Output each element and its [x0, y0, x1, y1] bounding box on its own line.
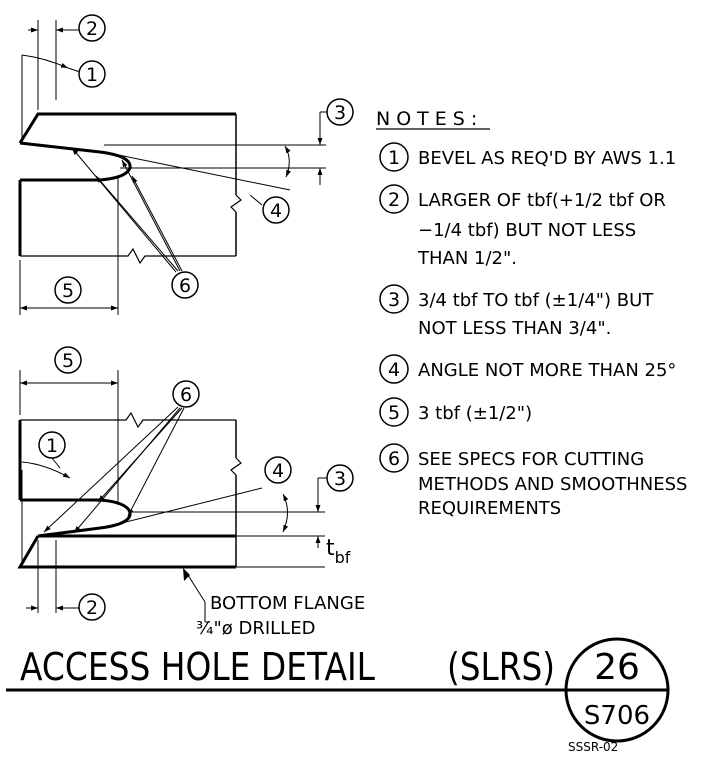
bottom-callout-1: 1 [46, 435, 58, 457]
bottom-callout-1-bubble [38, 431, 66, 459]
sheet-number: S706 [584, 701, 650, 731]
note-6-line-3: REQUIREMENTS [418, 498, 561, 519]
detail-number: 26 [594, 647, 640, 688]
note-3-line-2: NOT LESS THAN 3/4". [418, 318, 611, 339]
note-3-number: 3 [388, 289, 400, 311]
bottom-callout-4: 4 [272, 460, 284, 482]
note-4-text: ANGLE NOT MORE THAN 25° [418, 360, 676, 381]
bottom-callout-5-bubble [54, 346, 82, 374]
bottom-callout-4-bubble [264, 456, 292, 484]
detail-title: ACCESS HOLE DETAIL [20, 645, 375, 689]
top-web-break-line [20, 247, 236, 265]
top-callout-5-bubble [54, 276, 82, 304]
top-callout-4-bubble [262, 196, 290, 224]
bottom-detail: 5 6 1 4 3 tbf 2 [17, 346, 365, 639]
top-callout-6: 6 [179, 275, 191, 297]
note-2-line-2: −1/4 tbf) BUT NOT LESS [418, 220, 636, 241]
note-2-bubble [379, 184, 409, 214]
detail-title-suffix: (SLRS) [447, 645, 555, 689]
note-3-line-1: 3/4 tbf TO tbf (±1/4") BUT [418, 290, 654, 311]
bottom-callout-2-bubble [78, 593, 106, 621]
top-detail: 2 1 3 4 5 6 [18, 14, 354, 315]
note-1-bubble [379, 142, 409, 172]
bottom-callout-2: 2 [86, 597, 98, 619]
top-callout-3-bubble [326, 98, 354, 126]
bottom-callout-3: 3 [334, 468, 346, 490]
top-flange-upper-edge [18, 112, 236, 144]
top-callout-6-bubble [171, 271, 199, 299]
note-1-number: 1 [388, 147, 400, 169]
title-block: ACCESS HOLE DETAIL (SLRS) 26 S706 SSSR-0… [6, 637, 670, 754]
note-5-text: 3 tbf (±1/2") [418, 403, 532, 424]
note-4-number: 4 [388, 359, 400, 381]
bottom-callout-6-bubble [172, 380, 200, 408]
note-6-bubble [379, 443, 409, 473]
top-callout-4: 4 [270, 200, 282, 222]
note-2-line-1: LARGER OF tbf(+1/2 tbf OR [418, 190, 666, 211]
bottom-web-break-line [20, 411, 236, 429]
top-callout-2-bubble [78, 14, 106, 42]
tbf-label: tbf [326, 536, 351, 567]
note-6-line-2: METHODS AND SMOOTHNESS [418, 474, 687, 495]
note-4-bubble [379, 354, 409, 384]
top-callout-2: 2 [86, 18, 98, 40]
bottom-flange-edge [17, 535, 236, 569]
drilled-hole-label: ¾"ø DRILLED [196, 618, 315, 639]
top-callout-1-bubble [78, 60, 106, 88]
bottom-break-mark [230, 457, 242, 476]
note-5-bubble [379, 397, 409, 427]
bottom-callout-6: 6 [180, 384, 192, 406]
note-3-bubble [379, 284, 409, 314]
top-callout-1: 1 [86, 64, 98, 86]
note-2-line-3: THAN 1/2". [417, 248, 517, 269]
note-6-number: 6 [388, 448, 400, 470]
notes-heading: NOTES: [376, 108, 483, 130]
bottom-callout-3-bubble [326, 464, 354, 492]
top-access-hole-outline [19, 141, 132, 182]
note-1-text: BEVEL AS REQ'D BY AWS 1.1 [418, 148, 676, 169]
top-break-mark [230, 194, 242, 213]
bottom-flange-label: BOTTOM FLANGE [210, 593, 365, 614]
top-callout-5: 5 [62, 280, 74, 302]
note-6-line-1: SEE SPECS FOR CUTTING [418, 449, 644, 470]
note-5-number: 5 [388, 402, 400, 424]
bottom-callout-5: 5 [62, 350, 74, 372]
notes-section: NOTES: 1 BEVEL AS REQ'D BY AWS 1.1 2 LAR… [376, 108, 687, 519]
note-2-number: 2 [388, 189, 400, 211]
reference-code: SSSR-02 [568, 740, 618, 754]
top-callout-3: 3 [334, 102, 346, 124]
bottom-access-hole-outline [20, 498, 132, 538]
